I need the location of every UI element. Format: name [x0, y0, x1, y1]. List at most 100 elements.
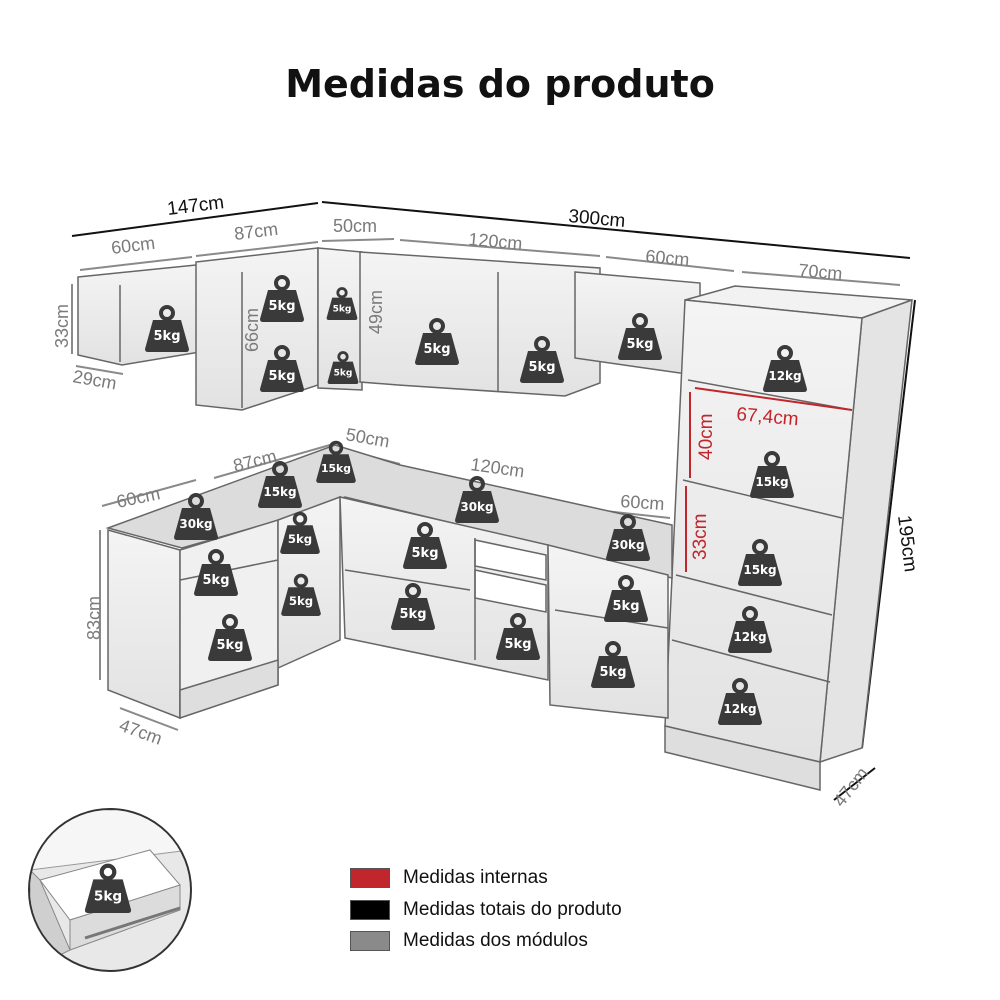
weight-icon-ring [469, 476, 485, 492]
weight-icon [604, 590, 648, 622]
dim-internal-40: 40cm [696, 414, 717, 460]
weight-label: 5kg [288, 532, 312, 546]
drawer-illustration: 5kg [30, 810, 190, 970]
weight-icon-ring [292, 511, 308, 527]
weight-icon [208, 629, 252, 661]
dim-upper-49: 49cm [366, 290, 386, 334]
weight-icon [258, 476, 302, 508]
weight-badge-upper-120-right: 5kg [520, 336, 564, 383]
dim-upper-66: 66cm [242, 308, 262, 352]
weight-label: 5kg [333, 305, 352, 315]
weight-icon [281, 587, 321, 616]
weight-icon-ring [208, 549, 224, 565]
weight-icon-ring [336, 287, 348, 299]
weight-icon [750, 466, 794, 498]
weight-badge-upper-120-left: 5kg [415, 318, 459, 365]
weight-badge-lower-60-shelf-1: 5kg [194, 549, 238, 596]
weight-badge-lower-87-shelf-2: 5kg [281, 573, 321, 616]
weight-icon-ring [417, 522, 433, 538]
weight-icon-ring [605, 641, 621, 657]
weight-badges: 5kg 5kg 5kg 5kg 5kg 5kg 5kg 5kg 12kg 15kg 15kg 12kg… [145, 275, 807, 725]
weight-icon [174, 508, 218, 540]
weight-label: 5kg [154, 329, 181, 344]
weight-icon-ring [429, 318, 445, 334]
weight-icon [326, 297, 358, 320]
weight-label: 15kg [755, 475, 788, 489]
weight-icon-ring [777, 345, 793, 361]
weight-icon [84, 879, 132, 913]
dim-lower-47: 47cm [117, 715, 165, 749]
weight-icon-ring [99, 863, 117, 881]
weight-icon [260, 290, 304, 322]
weight-icon-ring [405, 583, 421, 599]
weight-icon [618, 328, 662, 360]
weight-icon [520, 351, 564, 383]
weight-icon-ring [620, 514, 636, 530]
legend-swatch-total [350, 900, 390, 920]
dim-upper-29: 29cm [71, 366, 118, 393]
legend-total: Medidas totais do produto [350, 899, 770, 924]
weight-icon-ring [764, 451, 780, 467]
weight-icon [316, 454, 356, 483]
legend-label-internal: Medidas internas [403, 867, 548, 888]
weight-label: 12kg [723, 702, 756, 716]
legend-modules: Medidas dos módulos [350, 930, 770, 955]
weight-icon [455, 491, 499, 523]
dim-upper-120: 120cm [468, 229, 524, 254]
weight-label: 5kg [412, 546, 439, 561]
dim-upper-33: 33cm [52, 304, 72, 348]
internal-dimension-lines [685, 387, 853, 572]
weight-icon [606, 529, 650, 561]
weight-label: 12kg [768, 369, 801, 383]
weight-icon-ring [632, 313, 648, 329]
dim-lower-83: 83cm [84, 596, 104, 640]
weight-icon-ring [510, 613, 526, 629]
weight-icon [738, 554, 782, 586]
weight-badge-upper-87-top: 5kg [260, 275, 304, 322]
lower-87-cabinet [277, 495, 341, 670]
weight-label: 5kg [203, 573, 230, 588]
weight-icon-ring [274, 345, 290, 361]
weight-label: 5kg [269, 299, 296, 314]
weight-badge-lower-120-shelf-1: 5kg [403, 522, 447, 569]
weight-badge-lower-50-top: 15kg [316, 440, 356, 483]
weight-label: 12kg [733, 630, 766, 644]
dim-upper-87: 87cm [233, 219, 279, 244]
weight-label: 5kg [627, 337, 654, 352]
weight-label: 15kg [321, 462, 351, 475]
weight-badge-tower-mid: 15kg [750, 451, 794, 498]
weight-icon-ring [328, 440, 344, 456]
weight-badge-tower-shelf-1: 12kg [728, 606, 772, 653]
weight-label: 5kg [334, 369, 353, 379]
weight-icon-ring [188, 493, 204, 509]
weight-icon [415, 333, 459, 365]
weight-label: 5kg [289, 594, 313, 608]
legend-label-total: Medidas totais do produto [403, 899, 622, 920]
weight-icon [327, 361, 359, 384]
weight-icon-ring [732, 678, 748, 694]
weight-badge-lower-87-shelf-1: 5kg [280, 511, 320, 554]
lower-cabinets [105, 444, 673, 720]
upper-120-cabinet [359, 251, 601, 397]
weight-label: 5kg [269, 369, 296, 384]
weight-label: 30kg [179, 517, 212, 531]
dim-195: 195cm [893, 514, 921, 573]
weight-badge-lower-60b-shelf-1: 5kg [604, 575, 648, 622]
weight-icon-ring [618, 575, 634, 591]
weight-label: 15kg [263, 485, 296, 499]
lower-60-cabinet [107, 529, 181, 720]
weight-icon [260, 360, 304, 392]
weight-label: 5kg [600, 665, 627, 680]
weight-icon [496, 628, 540, 660]
legend-swatch-internal [350, 868, 390, 888]
weight-badge-tower-lower: 15kg [738, 539, 782, 586]
weight-badge-tower-top: 12kg [763, 345, 807, 392]
weight-icon-ring [274, 275, 290, 291]
weight-badge-lower-120-right: 5kg [496, 613, 540, 660]
weight-label: 15kg [743, 563, 776, 577]
legend-label-modules: Medidas dos módulos [403, 930, 588, 951]
weight-badge-upper-50-top: 5kg [326, 287, 358, 320]
weight-icon [591, 656, 635, 688]
weight-icon [391, 598, 435, 630]
